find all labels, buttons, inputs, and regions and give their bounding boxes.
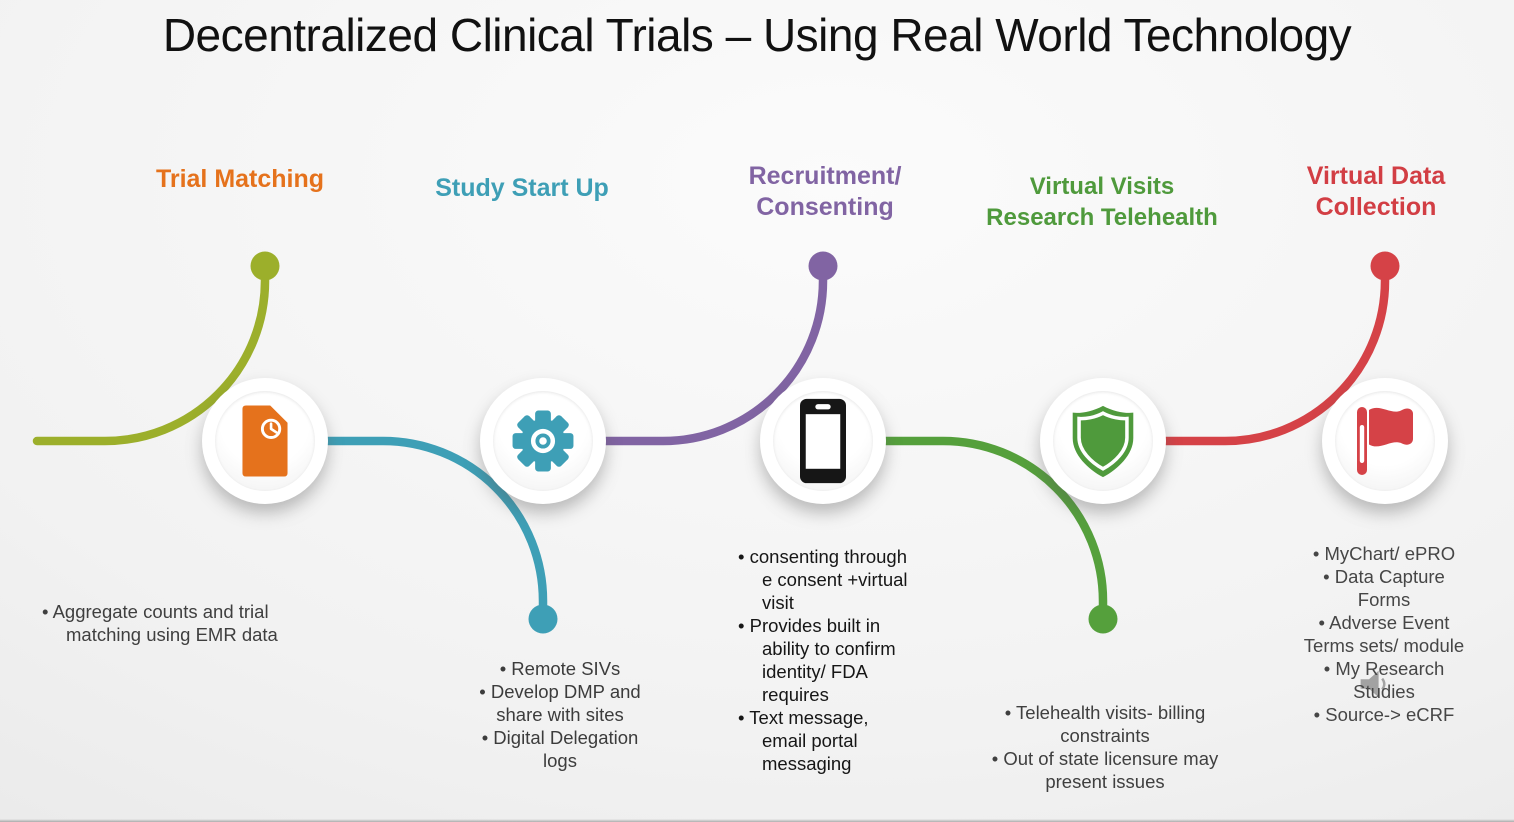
connector-recruitment-consenting — [538, 261, 828, 446]
gear-icon — [512, 410, 574, 472]
shield-inner-outline — [1077, 411, 1129, 471]
bullet-line: • Data Capture — [1323, 566, 1445, 587]
slide-title: Decentralized Clinical Trials – Using Re… — [162, 9, 1352, 61]
bullet-line: • Text message, — [738, 707, 869, 728]
node-inner-ring — [1335, 391, 1435, 491]
node-recruitment-consenting — [760, 378, 886, 504]
shield-body — [1072, 405, 1134, 478]
bullet-line: • consenting through — [738, 546, 907, 567]
step-header-study-start-up: Study Start Up — [435, 174, 609, 202]
bullet-line: • Out of state licensure may — [991, 748, 1219, 769]
bullet-line: • Provides built in — [738, 615, 881, 636]
dot-study-start-up — [528, 604, 558, 634]
bullet-line: share with sites — [496, 704, 624, 725]
bullet-line: Forms — [1357, 589, 1411, 610]
node-study-start-up — [480, 378, 606, 504]
slide-bottom-edge — [0, 819, 1514, 822]
step-header-virtual-data-collection: Virtual Data Collection — [1306, 162, 1446, 221]
bullet-line: messaging — [762, 753, 852, 774]
bullet-line: constraints — [1060, 725, 1150, 746]
step-notes-recruitment-consenting: • consenting through e consent +virtual … — [738, 545, 952, 775]
connector-study-start-up — [260, 436, 548, 610]
clock-hands — [269, 422, 278, 434]
bullet-line: Terms sets/ module — [1303, 635, 1465, 656]
bullet-line: • Telehealth visits- billing — [1004, 702, 1206, 723]
node-inner-ring — [773, 391, 873, 491]
bullet-line: visit — [762, 592, 794, 613]
clock-face — [260, 418, 282, 440]
speaker-icon — [1360, 670, 1386, 698]
bullet-line: present issues — [1045, 771, 1165, 792]
flag-icon — [1357, 407, 1413, 475]
gear-hub — [539, 437, 547, 445]
step-header-virtual-visits: Virtual Visits Research Telehealth — [986, 173, 1218, 231]
node-virtual-data-collection — [1322, 378, 1448, 504]
bullet-line: • Remote SIVs — [499, 658, 621, 679]
bullet-line: • Digital Delegation — [481, 727, 639, 748]
flagpole-slit — [1359, 425, 1365, 463]
smartphone-icon — [800, 398, 846, 484]
bullet-line: ability to confirm — [762, 638, 896, 659]
connector-virtual-visits — [818, 436, 1108, 610]
node-trial-matching — [202, 378, 328, 504]
document-clock-icon — [242, 405, 288, 477]
step-notes-study-start-up: • Remote SIVs • Develop DMP and share wi… — [440, 657, 680, 772]
step-notes-virtual-visits: • Telehealth visits- billing constraints… — [952, 701, 1258, 793]
bullet-line: identity/ FDA — [762, 661, 868, 682]
step-notes-trial-matching: • Aggregate counts and trial matching us… — [42, 600, 334, 646]
bullet-line: • Develop DMP and — [479, 681, 641, 702]
step-header-trial-matching: Trial Matching — [155, 165, 325, 193]
bullet-line: Studies — [1353, 681, 1415, 702]
dot-trial-matching — [250, 251, 280, 281]
shield-icon — [1072, 405, 1134, 478]
dot-virtual-data-collection — [1370, 251, 1400, 281]
bullet-line: e consent +virtual — [762, 569, 908, 590]
step-notes-virtual-data-collection: • MyChart/ ePRO • Data Capture Forms • A… — [1276, 542, 1492, 726]
bullet-line: • Source-> eCRF — [1313, 704, 1455, 725]
speaker-wave — [1381, 677, 1386, 691]
bullet-line: logs — [543, 750, 577, 771]
bullet-line: • My Research — [1323, 658, 1445, 679]
phone-screen — [805, 414, 841, 469]
bullet-line: • Aggregate counts and trial — [42, 601, 269, 622]
step-header-recruitment-consenting: Recruitment/ Consenting — [748, 162, 902, 221]
bullet-line: requires — [762, 684, 829, 705]
connector-trial-matching — [32, 261, 270, 446]
speaker-body — [1360, 670, 1379, 698]
flag-body — [1357, 407, 1413, 475]
bullet-line: matching using EMR data — [66, 624, 278, 645]
node-inner-ring — [493, 391, 593, 491]
connector-virtual-data-collection — [1098, 261, 1390, 446]
bullet-line: email portal — [762, 730, 858, 751]
phone-speaker — [815, 404, 831, 410]
bullet-line: • Adverse Event — [1318, 612, 1450, 633]
document-shape — [242, 405, 288, 477]
node-inner-ring — [1053, 391, 1153, 491]
bullet-line: • MyChart/ ePRO — [1312, 543, 1456, 564]
node-inner-ring — [215, 391, 315, 491]
dot-virtual-visits — [1088, 604, 1118, 634]
node-virtual-visits — [1040, 378, 1166, 504]
dot-recruitment-consenting — [808, 251, 838, 281]
